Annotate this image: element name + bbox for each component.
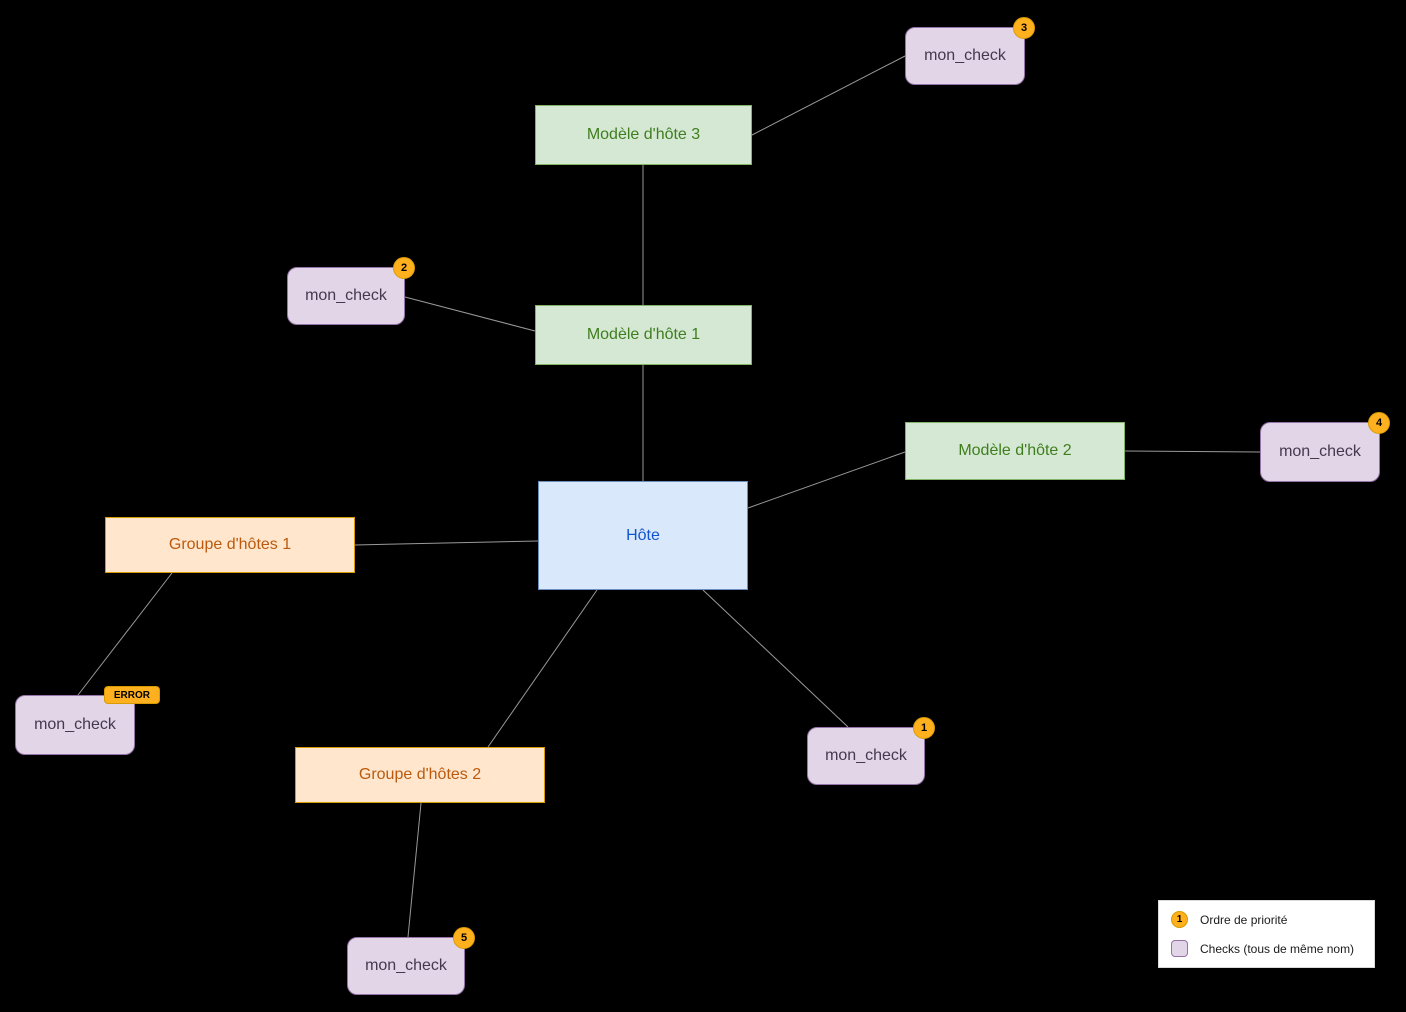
node-label-modele-3: Modèle d'hôte 3 — [586, 126, 701, 143]
legend: 1 Ordre de priorité Checks (tous de même… — [1158, 900, 1375, 968]
priority-order-badge: 5 — [453, 927, 475, 949]
node-label-groupe-1: Groupe d'hôtes 1 — [168, 536, 292, 553]
priority-order-badge: 4 — [1368, 412, 1390, 434]
node-modele-2[interactable]: Modèle d'hôte 2 — [905, 422, 1125, 480]
check-swatch-icon — [1171, 940, 1188, 957]
legend-priority-label: Ordre de priorité — [1200, 912, 1288, 927]
node-label-check-4: mon_check — [1279, 443, 1361, 460]
node-label-check-5: mon_check — [365, 957, 447, 974]
error-badge: ERROR — [103, 686, 160, 704]
edge-hote-modele2 — [747, 451, 906, 509]
node-check-error[interactable]: mon_check ERROR — [15, 686, 160, 755]
node-modele-1[interactable]: Modèle d'hôte 1 — [535, 305, 752, 365]
node-check-2[interactable]: mon_check 2 — [287, 257, 415, 325]
node-label-hote: Hôte — [626, 526, 660, 544]
edge-hote-groupe2 — [487, 589, 598, 748]
priority-badge-icon: 1 — [1171, 911, 1188, 928]
edge-groupe2-check5 — [407, 802, 422, 938]
node-check-1[interactable]: mon_check 1 — [807, 717, 935, 785]
legend-row-checks: Checks (tous de même nom) — [1171, 940, 1362, 957]
edge-hote-groupe1 — [354, 540, 539, 546]
node-label-check-1: mon_check — [825, 747, 907, 764]
edge-modele2-check4 — [1124, 450, 1261, 453]
node-groupe-2[interactable]: Groupe d'hôtes 2 — [295, 747, 545, 803]
priority-order-badge: 1 — [913, 717, 935, 739]
node-check-5[interactable]: mon_check 5 — [347, 927, 475, 995]
node-check-3[interactable]: mon_check 3 — [905, 17, 1035, 85]
node-label-groupe-2: Groupe d'hôtes 2 — [358, 766, 482, 783]
node-label-modele-2: Modèle d'hôte 2 — [958, 442, 1072, 459]
edge-check2-modele1 — [404, 296, 536, 332]
node-groupe-1[interactable]: Groupe d'hôtes 1 — [105, 517, 355, 573]
edge-modele3-check3 — [751, 55, 906, 136]
node-label-check-error: mon_check — [34, 716, 116, 733]
priority-order-badge: 3 — [1013, 17, 1035, 39]
node-label-check-2: mon_check — [305, 287, 387, 304]
node-label-check-3: mon_check — [924, 47, 1006, 64]
node-label-modele-1: Modèle d'hôte 1 — [586, 326, 701, 343]
node-hote[interactable]: Hôte — [538, 481, 748, 590]
priority-order-badge: 2 — [393, 257, 415, 279]
node-modele-3[interactable]: Modèle d'hôte 3 — [535, 105, 752, 165]
node-check-4[interactable]: mon_check 4 — [1260, 412, 1390, 482]
legend-checks-label: Checks (tous de même nom) — [1200, 941, 1355, 956]
edge-groupe1-checkerror — [77, 572, 173, 696]
edge-hote-check1 — [702, 589, 849, 728]
legend-row-priority: 1 Ordre de priorité — [1171, 911, 1362, 928]
